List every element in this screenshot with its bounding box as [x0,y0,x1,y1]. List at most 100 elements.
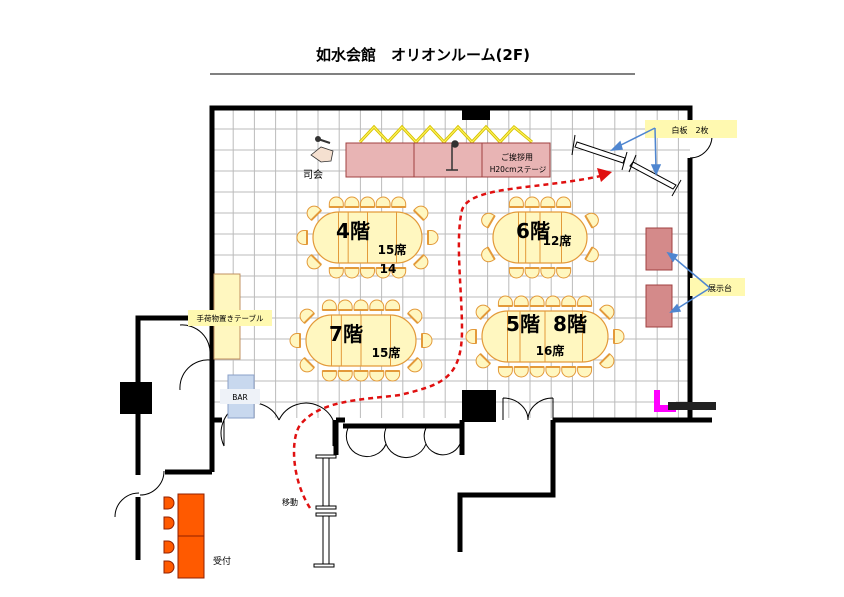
chair [475,353,491,369]
chair [369,370,385,382]
chair [497,366,513,378]
chair [344,267,360,279]
luggage-label-bg [188,310,272,326]
table-floor-label: 5階 [506,312,540,336]
chair [613,329,625,344]
chair [545,366,561,378]
table-floor-label: 4階 [336,219,370,243]
whiteboard-label: 白板 2枚 [671,125,708,135]
stanchions [313,454,337,568]
chair [513,295,529,307]
chair [497,295,513,307]
exhibit-label: 展示台 [708,283,732,293]
chair [481,246,496,263]
luggage-table-label: 手荷物置きテーブル [196,313,264,323]
chair [584,246,599,263]
chair [599,353,615,369]
chair [475,304,491,320]
chair [524,196,540,208]
chair [529,366,545,378]
page-title: 如水会館 オリオンルーム(2F) [316,46,530,64]
chair [556,196,572,208]
chair [529,295,545,307]
chair [391,267,407,279]
chair [413,254,429,270]
chair [328,267,344,279]
chair [353,299,369,311]
chair [360,267,375,279]
table-floor-label: 8階 [553,312,587,336]
chair [321,370,337,382]
chair [413,205,429,221]
reception-label: 受付 [213,555,231,567]
table-floor-label: 7階 [329,322,363,346]
table-seats-label: 15席 [378,242,407,257]
move-label: 移動 [282,497,298,507]
chair [391,196,407,208]
doors[interactable] [114,135,713,518]
chair [375,196,391,208]
chair [540,267,556,279]
table-seats-label: 16席 [536,343,565,358]
stage-label-2: H20cmステージ [490,165,547,174]
table-group: 7階 15席 [289,299,433,382]
chair [289,333,301,348]
walls [135,105,712,560]
chair [296,230,308,245]
table-group: 4階 15席 14 [296,196,439,279]
microphone-stand-icon [446,140,459,171]
chair [513,366,529,378]
chair [306,254,322,270]
chair [299,308,315,324]
chair [508,267,524,279]
chair [584,212,599,229]
whiteboards [571,134,682,197]
pillar [462,108,490,120]
chair [360,196,375,208]
reception-desk [163,493,205,579]
table-seats-label: 15席 [372,345,401,360]
movement-route [292,173,606,509]
chair [407,308,423,324]
chair [385,299,401,311]
chair [561,366,577,378]
chair [299,357,315,373]
av-device [668,402,716,410]
pillar [462,390,496,422]
chair [577,295,593,307]
exhibit-table [645,284,673,328]
chair [577,366,593,378]
chair [337,370,353,382]
table-group: 5階 8階 16席 [465,295,625,378]
stage: ご挨拶用 H20cmステージ [345,142,551,178]
chair [421,333,433,348]
pillar [120,382,152,414]
chair [369,299,385,311]
chair [556,267,572,279]
stage-label-1: ご挨拶用 [501,152,533,162]
table-seats-label: 12席 [543,233,572,248]
exhibit-table [645,227,673,271]
chair [465,329,477,344]
exhibit-arrows [666,251,711,313]
chair [385,370,401,382]
chair [427,230,439,245]
chair [344,196,360,208]
chair [561,295,577,307]
chair [524,267,540,279]
chair [508,196,524,208]
mc-podium-icon [310,136,334,163]
chair [540,196,556,208]
mc-label: 司会 [303,168,323,181]
chair [375,267,391,279]
chair [337,299,353,311]
table-floor-label: 6階 [516,219,550,243]
chair [545,295,561,307]
chair [407,357,423,373]
whiteboard-arrows [609,127,662,176]
chair [328,196,344,208]
whiteboard-label-bg [645,120,737,138]
table-note: 14 [380,262,397,276]
chair [306,205,322,221]
